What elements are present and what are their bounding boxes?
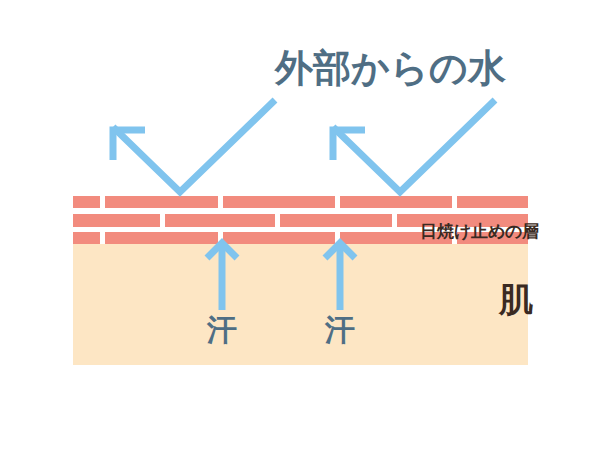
sweat-label: 汗: [207, 315, 237, 345]
water-arrow: [113, 100, 275, 192]
sunscreen-layer: 日焼け止めの層: [73, 196, 528, 244]
layer-label: 日焼け止めの層: [420, 223, 539, 240]
arrow-head: [333, 130, 365, 160]
sweat-arrow: [219, 243, 226, 310]
arrow-head: [207, 243, 237, 258]
skin-label: 肌: [499, 282, 533, 316]
water-label: 外部からの水: [275, 49, 506, 87]
arrow-head: [113, 130, 145, 160]
sweat-arrow: [337, 243, 344, 310]
water-arrow: [333, 100, 495, 192]
arrow-head: [325, 243, 355, 258]
sweat-label: 汗: [325, 315, 355, 345]
skin-block: 肌: [73, 244, 528, 365]
